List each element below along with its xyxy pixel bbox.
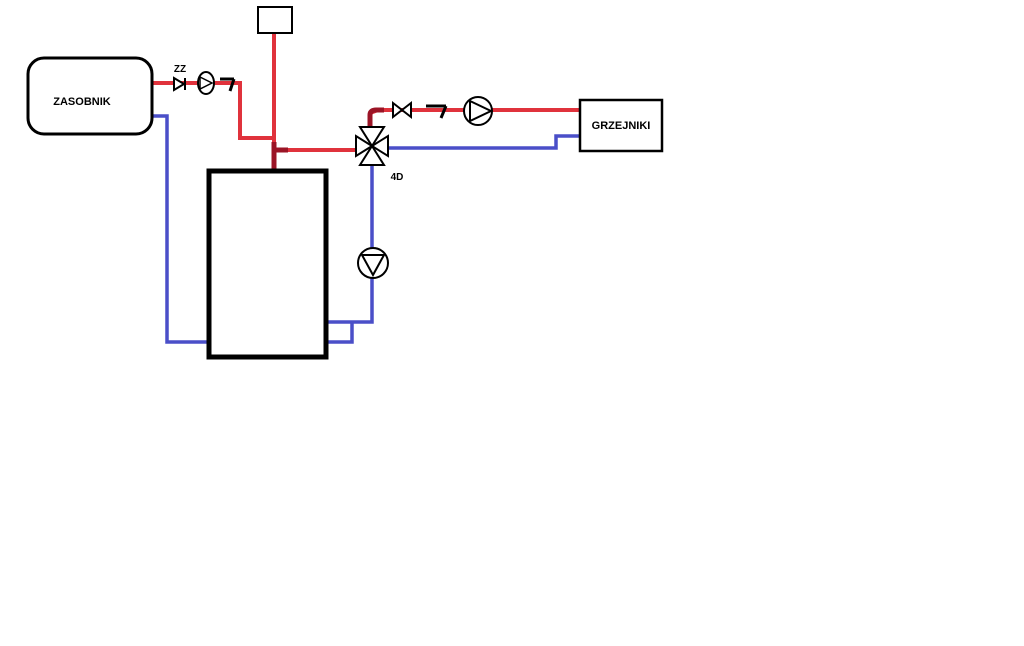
pump-triangle: [469, 99, 494, 123]
hot-pipes-dark: [271, 107, 384, 170]
expansion-vessel: [257, 6, 293, 34]
pipe-tank-return: [146, 114, 354, 344]
radiator-pump: [463, 96, 494, 126]
boiler: [206, 168, 329, 360]
pump-triangle: [360, 254, 386, 278]
pipe-valve-elbow: [367, 107, 384, 128]
check-valve-icon: [173, 76, 186, 92]
check-valve-tag: ZZ: [174, 64, 186, 75]
four-way-valve-icon: [355, 126, 389, 166]
tank-label: ZASOBNIK: [53, 96, 111, 108]
radiator-valve-icon: [392, 100, 412, 120]
pump-icon: [463, 96, 493, 126]
tank-pump: [197, 71, 215, 95]
radiator-thermometer-icon: [426, 104, 448, 119]
mixing-valve: 4D: [355, 126, 404, 183]
pump-triangle: [199, 75, 214, 91]
tank-thermometer: [220, 77, 236, 92]
pipe-tank-supply: [146, 81, 274, 140]
pipe-boiler-return: [328, 165, 374, 324]
radiators-box: [578, 98, 664, 153]
cold-pipes: [146, 114, 580, 344]
return-pump: [357, 247, 389, 279]
tank: ZASOBNIK: [26, 56, 154, 136]
check-valve: ZZ: [173, 64, 186, 92]
mixing-valve-tag: 4D: [391, 172, 404, 183]
thermometer-icon: [220, 77, 236, 92]
radiators-label: GRZEJNIKI: [592, 120, 651, 132]
radiators: GRZEJNIKI: [578, 98, 664, 153]
pipe-radiator-return: [384, 134, 580, 150]
tank-body: [26, 56, 154, 136]
